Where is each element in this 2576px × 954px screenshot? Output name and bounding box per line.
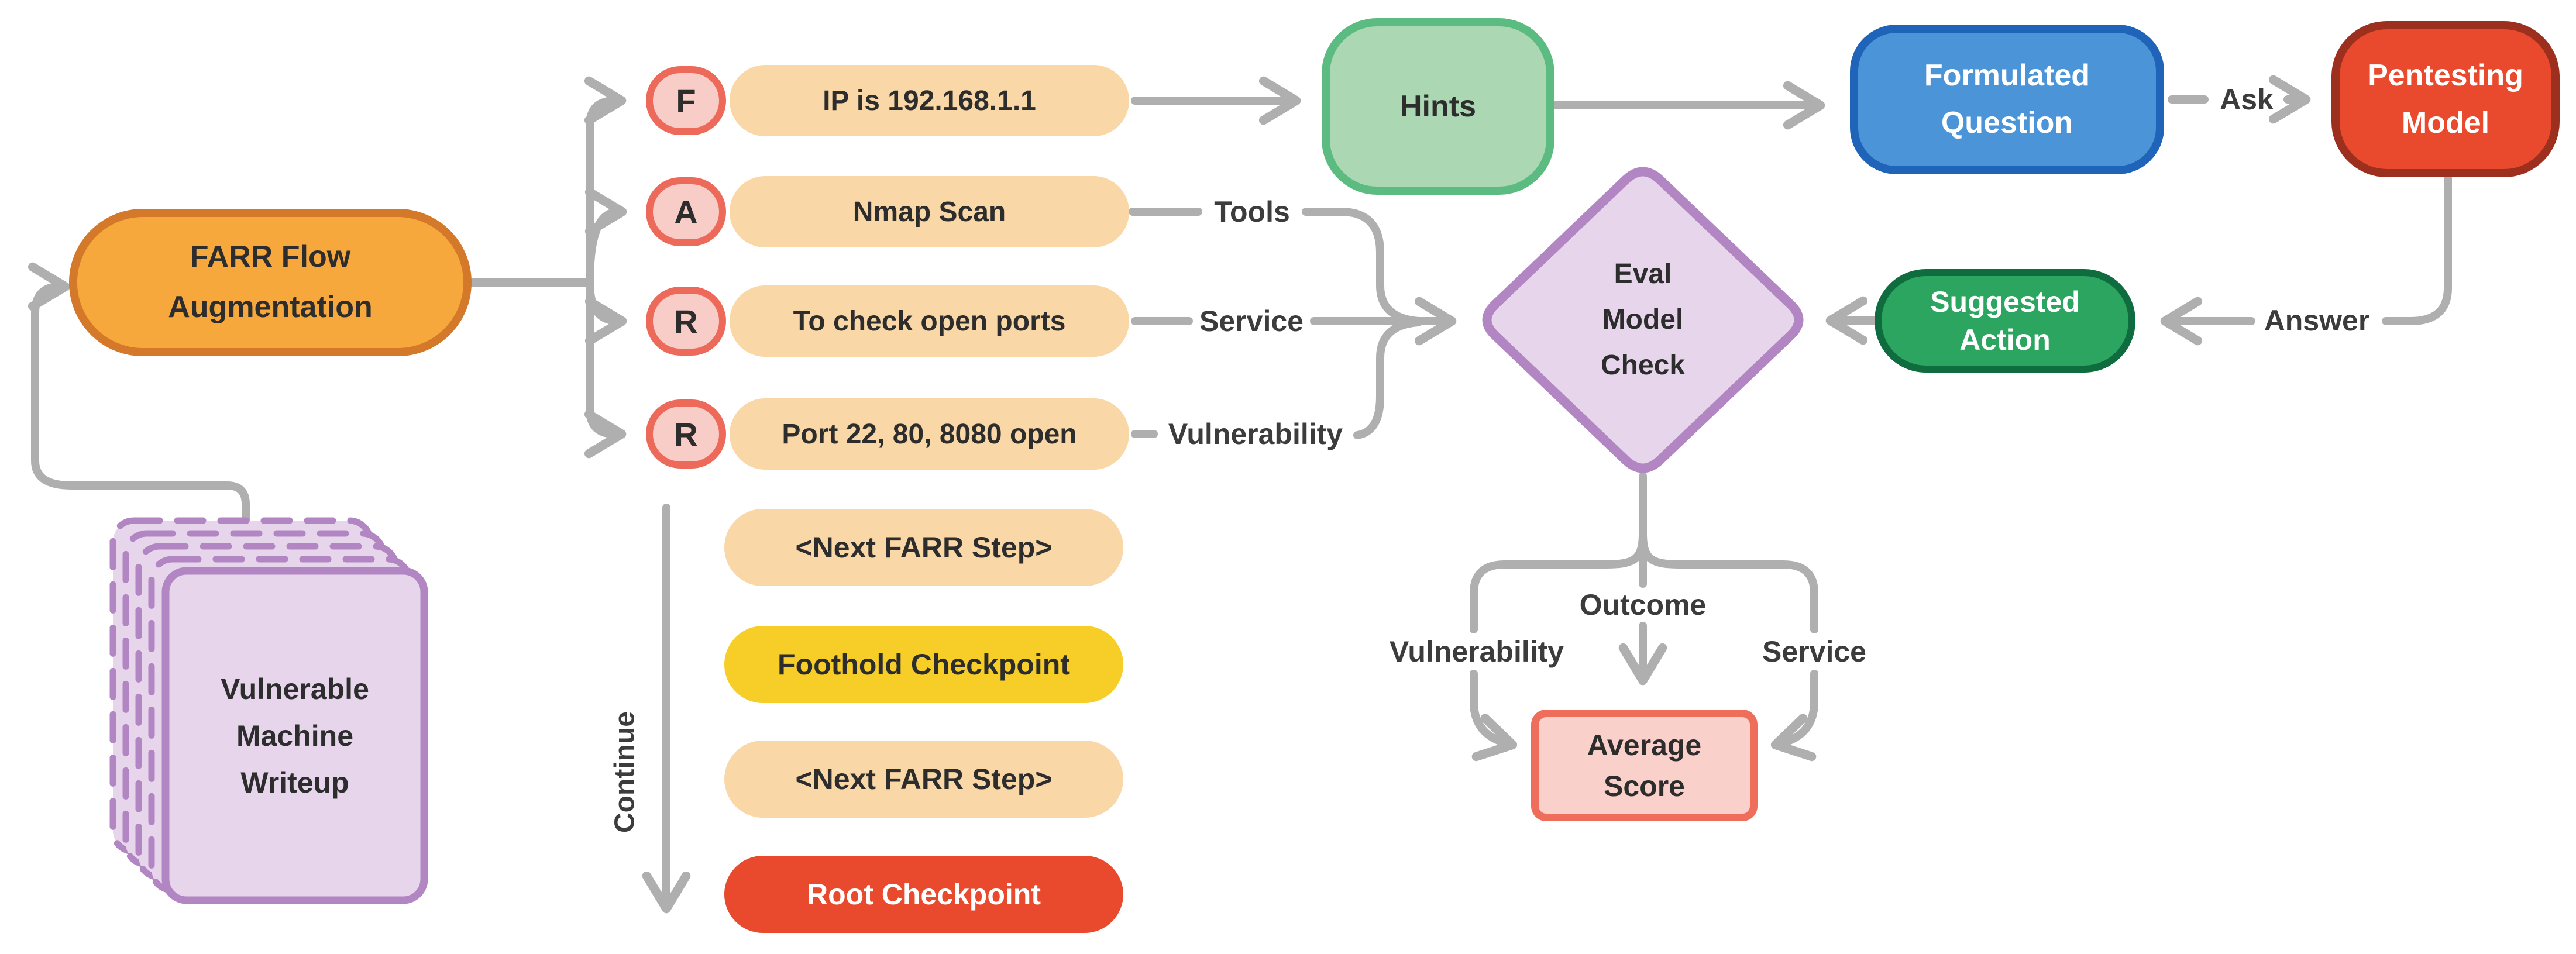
root-checkpoint-pill: Root Checkpoint — [724, 856, 1123, 933]
ask-edge-label: Ask — [2220, 83, 2274, 116]
farr-flow-augmentation-node: FARR Flow Augmentation — [69, 209, 472, 356]
edge-left-drop — [1470, 670, 1518, 762]
foothold-checkpoint-pill: Foothold Checkpoint — [724, 626, 1123, 703]
service-edge-label: Service — [1199, 305, 1304, 337]
farr-step-nmap-text: Nmap Scan — [852, 196, 1006, 228]
farr-step-ports-open-text: Port 22, 80, 8080 open — [782, 418, 1077, 450]
pentesting-model-node: Pentesting Model — [2331, 21, 2560, 177]
farr-step-ip: IP is 192.168.1.1 — [730, 65, 1129, 136]
farr-flow-label-line1: FARR Flow — [190, 240, 351, 274]
edge-branch-a — [584, 187, 627, 287]
farr-letter-chip-r2: R — [646, 399, 726, 469]
farr-step-ip-text: IP is 192.168.1.1 — [823, 85, 1036, 116]
farr-letter-r1: R — [674, 302, 698, 340]
pentesting-model-line1: Pentesting — [2368, 58, 2523, 92]
formulated-question-line2: Question — [1941, 106, 2073, 140]
pentesting-model-line2: Model — [2401, 105, 2490, 140]
writeup-label-line1: Vulnerable — [221, 672, 369, 705]
edge-model-down — [2382, 174, 2452, 325]
eval-model-check-diamond — [1482, 167, 1804, 473]
farr-letter-chip-f: F — [646, 66, 726, 135]
average-score-node: Average Score — [1531, 710, 1758, 821]
writeup-label-line2: Machine — [236, 719, 354, 752]
tools-edge-label: Tools — [1214, 195, 1290, 228]
hints-node: Hints — [1322, 18, 1554, 195]
edge-vulnerability-curve — [1353, 318, 1422, 439]
eval-label-line3: Check — [1600, 349, 1686, 381]
farr-letter-a: A — [674, 193, 698, 230]
vulnerability-edge-label: Vulnerability — [1168, 418, 1343, 450]
root-checkpoint-text: Root Checkpoint — [807, 878, 1041, 911]
farr-step-nmap: Nmap Scan — [730, 176, 1129, 247]
farr-letter-chip-r1: R — [646, 287, 726, 356]
eval-model-check-label: Eval Model Check — [1555, 246, 1731, 394]
average-score-line1: Average — [1587, 728, 1702, 762]
farr-letter-f: F — [676, 82, 696, 119]
vulnerable-machine-writeup-label: Vulnerable Machine Writeup — [166, 571, 424, 900]
edge-split-left — [1470, 529, 1647, 633]
farr-step-check-ports: To check open ports — [730, 285, 1129, 357]
edge-tools-curve — [1302, 208, 1423, 325]
eval-label-line1: Eval — [1614, 259, 1672, 290]
farr-flow-label-line2: Augmentation — [168, 290, 373, 324]
edge-right-drop — [1770, 670, 1818, 762]
edge-branch-f — [584, 76, 627, 287]
eval-label-line2: Model — [1602, 304, 1684, 336]
edge-branch-r1 — [584, 278, 627, 346]
edge-branch-r2 — [584, 278, 627, 459]
farr-step-ports-open: Port 22, 80, 8080 open — [730, 398, 1129, 470]
edge-writeup-to-farr — [27, 262, 250, 526]
continue-edge-label: Continue — [609, 711, 641, 833]
farr-step-check-ports-text: To check open ports — [793, 305, 1066, 337]
formulated-question-line1: Formulated — [1924, 58, 2090, 93]
outcome-edge-label: Outcome — [1579, 588, 1707, 621]
service-bottom-edge-label: Service — [1762, 635, 1866, 668]
suggested-action-line1: Suggested — [1930, 285, 2080, 318]
writeup-stack — [109, 517, 428, 904]
writeup-page-front — [161, 567, 428, 904]
foothold-checkpoint-text: Foothold Checkpoint — [778, 648, 1070, 681]
farr-letter-r2: R — [674, 415, 698, 453]
farr-letter-chip-a: A — [646, 177, 726, 246]
suggested-action-line2: Action — [1959, 323, 2051, 356]
next-farr-step-pill-1: <Next FARR Step> — [724, 509, 1123, 586]
next-farr-step-pill-2: <Next FARR Step> — [724, 741, 1123, 818]
next-farr-step-2-text: <Next FARR Step> — [795, 763, 1053, 795]
average-score-line2: Score — [1604, 769, 1685, 803]
vulnerability-bottom-edge-label: Vulnerability — [1389, 635, 1564, 668]
answer-edge-label: Answer — [2264, 304, 2370, 337]
next-farr-step-1-text: <Next FARR Step> — [795, 531, 1053, 564]
suggested-action-node: Suggested Action — [1875, 269, 2135, 373]
edge-split-right — [1639, 529, 1818, 633]
writeup-label-line3: Writeup — [240, 766, 349, 799]
hints-label: Hints — [1400, 89, 1476, 123]
formulated-question-node: Formulated Question — [1850, 25, 2164, 174]
